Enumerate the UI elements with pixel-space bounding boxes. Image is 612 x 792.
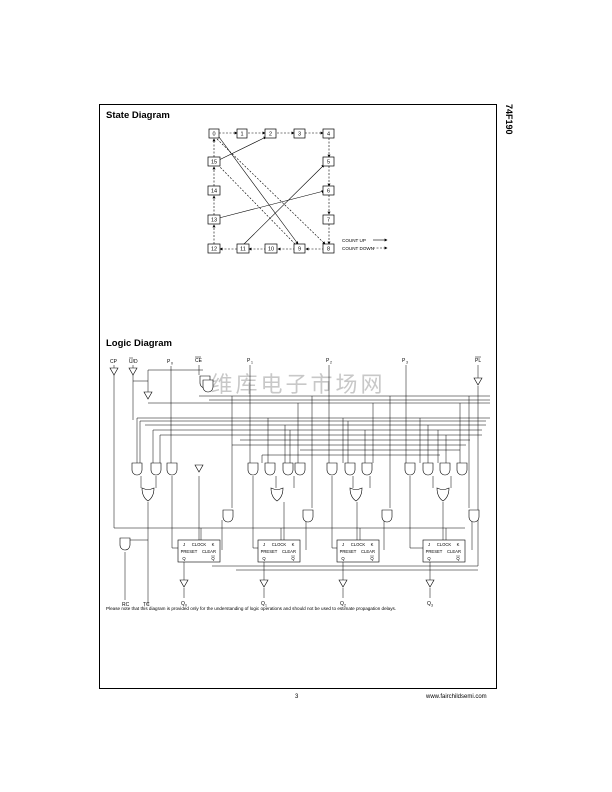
ff0-preset: PRESET (181, 549, 198, 554)
input-p0: P (167, 359, 171, 365)
state-1: 1 (240, 132, 243, 138)
ff3-clock: CLOCK (437, 542, 452, 547)
output-tc: TC (143, 602, 150, 608)
input-pl: PL (475, 358, 481, 364)
output-q3: Q (427, 601, 431, 607)
input-p3: P (402, 358, 406, 364)
state-3: 3 (298, 132, 301, 138)
ff1-clear: CLEAR (282, 549, 296, 554)
state-11: 11 (240, 247, 246, 253)
flip-flops (177, 539, 466, 563)
state-0: 0 (212, 132, 215, 138)
state-8: 8 (327, 247, 330, 253)
ff2-k: K (371, 542, 374, 547)
ff2-j: J (342, 542, 344, 547)
input-p1-sub: 1 (251, 361, 253, 365)
input-p2: P (326, 358, 330, 364)
ff1-q: Q (262, 556, 266, 561)
legend-count-down: COUNT DOWN (342, 246, 374, 251)
output-q3-sub: 3 (431, 604, 433, 608)
state-10: 10 (268, 247, 274, 253)
output-q2-sub: 2 (344, 604, 346, 608)
output-rc: RC (122, 602, 130, 608)
state-4: 4 (327, 132, 330, 138)
ff0-clear: CLEAR (202, 549, 216, 554)
ff3-clear: CLEAR (447, 549, 461, 554)
ff2-qbar: Q (370, 556, 374, 561)
state-7: 7 (327, 218, 330, 224)
state-2: 2 (269, 132, 272, 138)
input-p2-sub: 2 (330, 361, 332, 365)
state-5: 5 (327, 160, 330, 166)
ff0-k: K (212, 542, 215, 547)
state-diagram-title: State Diagram (106, 110, 170, 121)
ff1-k: K (292, 542, 295, 547)
ff1-clock: CLOCK (272, 542, 287, 547)
input-cp: CP (110, 359, 118, 365)
logic-diagram-title: Logic Diagram (106, 338, 172, 349)
watermark: 维库电子市场网 (210, 372, 385, 397)
input-ce: CE (195, 358, 203, 364)
ff3-qbar: Q (456, 556, 460, 561)
state-12: 12 (211, 247, 217, 253)
ff2-q: Q (341, 556, 345, 561)
website-link[interactable]: www.fairchildsemi.com (426, 694, 487, 700)
ff2-clock: CLOCK (351, 542, 366, 547)
legend-count-up: COUNT UP (342, 238, 366, 243)
ff0-q: Q (182, 556, 186, 561)
ff1-j: J (263, 542, 265, 547)
state-boxes (207, 128, 335, 254)
input-p0-sub: 0 (171, 362, 173, 366)
output-q0-sub: 0 (185, 604, 187, 608)
state-6: 6 (327, 189, 330, 195)
ff3-preset: PRESET (426, 549, 443, 554)
input-ud: U/D (129, 359, 138, 365)
input-p3-sub: 3 (406, 361, 408, 365)
ff3-q: Q (427, 556, 431, 561)
ff2-clear: CLEAR (361, 549, 375, 554)
page-number: 3 (295, 694, 299, 700)
ff1-qbar: Q (291, 556, 295, 561)
page-frame (99, 104, 497, 689)
state-9: 9 (298, 247, 301, 253)
ff3-j: J (428, 542, 430, 547)
diagram-note: Please note that this diagram is provide… (106, 606, 397, 611)
output-q2: Q (340, 601, 344, 607)
ff3-k: K (457, 542, 460, 547)
ff0-qbar: Q (211, 556, 215, 561)
output-q1: Q (261, 601, 265, 607)
state-13: 13 (211, 218, 217, 224)
output-q1-sub: 1 (265, 604, 267, 608)
ff0-clock: CLOCK (192, 542, 207, 547)
state-14: 14 (211, 189, 217, 195)
input-p1: P (247, 358, 251, 364)
state-15: 15 (211, 160, 217, 166)
output-q0: Q (181, 601, 185, 607)
ff0-j: J (183, 542, 185, 547)
ff1-preset: PRESET (261, 549, 278, 554)
ff2-preset: PRESET (340, 549, 357, 554)
